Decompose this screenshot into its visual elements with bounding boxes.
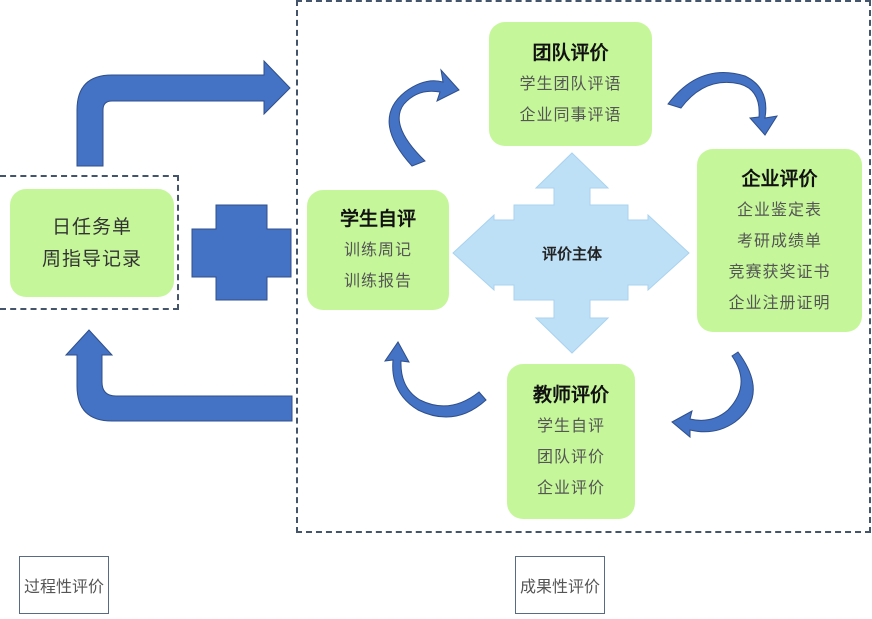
self-eval-title: 学生自评 [339,208,416,230]
self-eval-item: 训练报告 [343,271,412,290]
process-record-box: 日任务单 周指导记录 [10,189,174,297]
teacher-eval-item: 企业评价 [536,478,605,497]
team-eval-item: 学生团队评语 [519,74,622,93]
process-frame [0,175,179,310]
process-line: 周指导记录 [41,248,142,270]
self-eval-item: 训练周记 [343,240,412,259]
team-eval-title: 团队评价 [532,42,609,64]
evaluation-subject-label: 评价主体 [541,245,602,263]
four-way-arrow-icon [452,152,690,354]
team-eval-box: 团队评价 学生团队评语 企业同事评语 [489,22,652,146]
teacher-eval-item: 学生自评 [536,416,605,435]
process-line: 日任务单 [51,216,132,238]
outcome-frame [296,0,871,533]
enterprise-eval-item: 考研成绩单 [736,230,822,250]
bent-arrow-up-icon [64,329,293,422]
teacher-eval-title: 教师评价 [532,384,609,406]
curved-arrow-icon [383,341,487,418]
process-eval-label: 过程性评价 [19,556,109,614]
curved-arrow-icon [667,72,779,136]
curved-arrow-icon [671,351,754,439]
enterprise-eval-box: 企业评价 企业鉴定表 考研成绩单 竞赛获奖证书 企业注册证明 [697,149,862,332]
result-eval-label: 成果性评价 [515,556,605,614]
enterprise-eval-title: 企业评价 [741,167,818,190]
enterprise-eval-item: 企业注册证明 [728,292,831,312]
team-eval-item: 企业同事评语 [519,105,622,124]
teacher-eval-item: 团队评价 [536,447,605,466]
plus-icon [191,204,292,301]
teacher-eval-box: 教师评价 学生自评 团队评价 企业评价 [507,364,635,519]
bent-arrow-right-icon [76,59,291,167]
self-eval-box: 学生自评 训练周记 训练报告 [307,190,449,310]
enterprise-eval-item: 企业鉴定表 [736,199,822,219]
enterprise-eval-item: 竞赛获奖证书 [728,261,831,281]
curved-arrow-icon [388,68,460,167]
